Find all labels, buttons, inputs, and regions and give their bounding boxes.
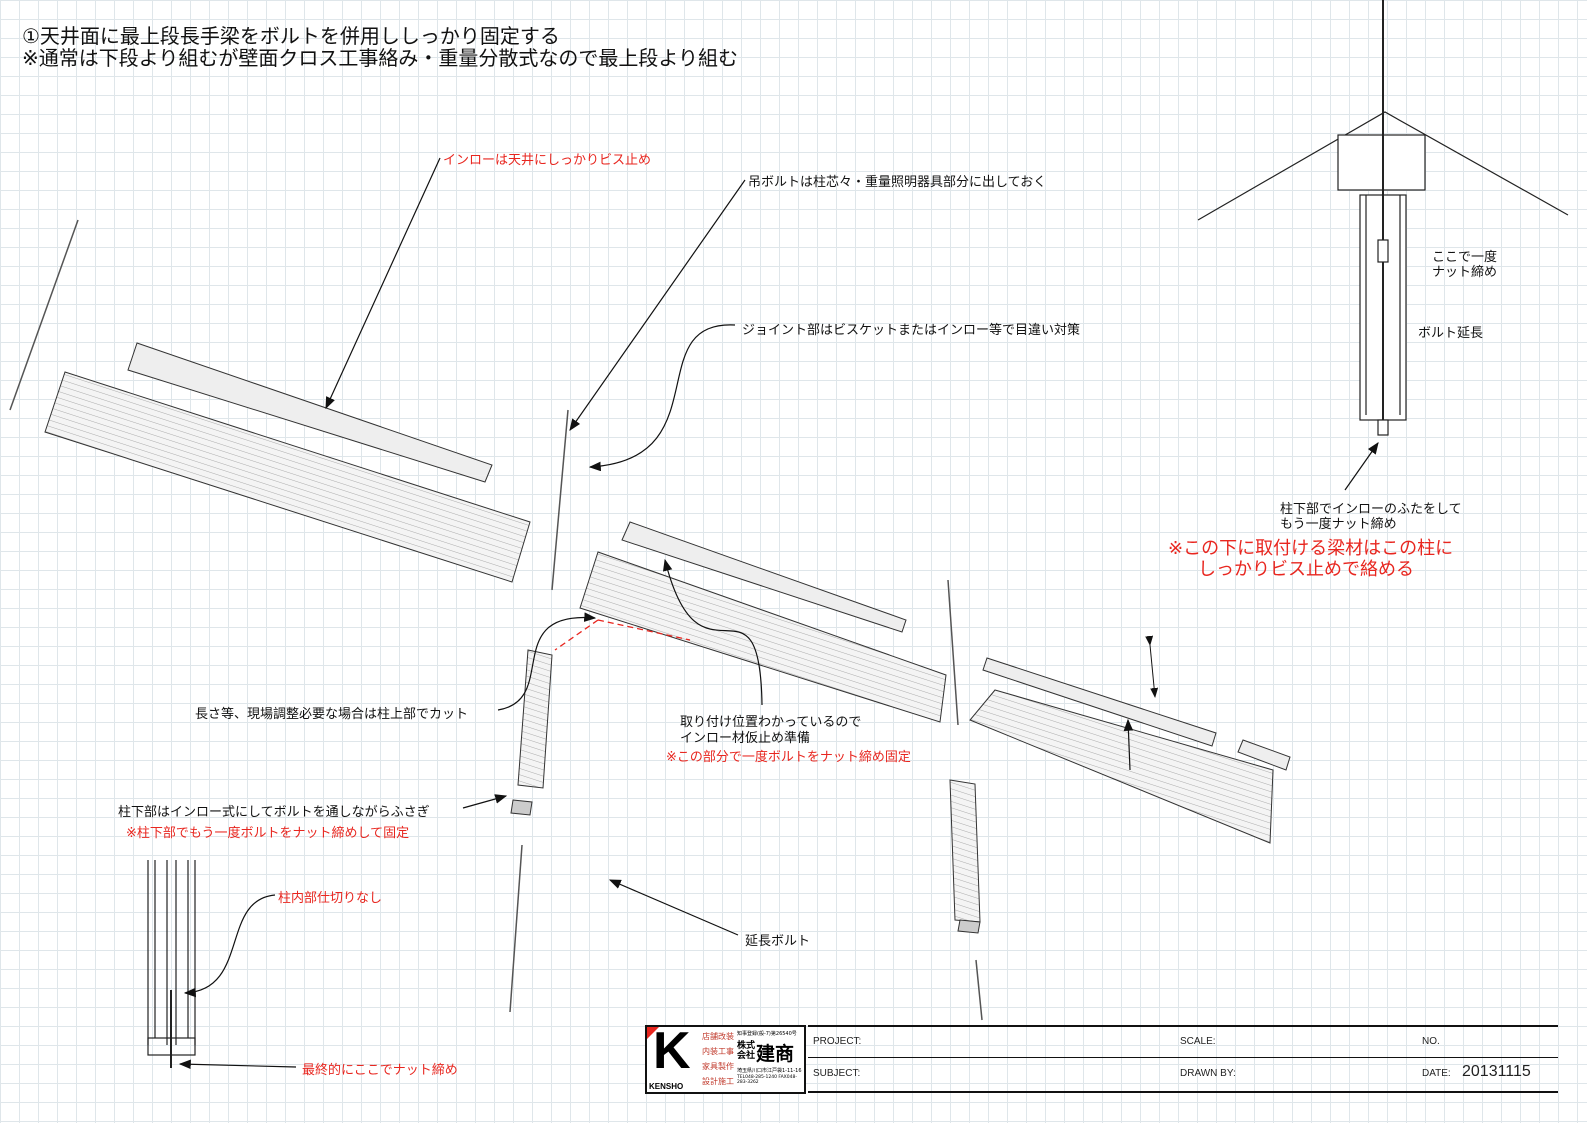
drawn-by-label: DRAWN BY:	[1180, 1068, 1236, 1079]
column-left	[517, 649, 553, 789]
company-license: 知事登録(般-7)第26540号	[737, 1031, 797, 1037]
note-hanging-bolt: 吊ボルトは柱芯々・重量照明器具部分に出しておく	[748, 175, 1047, 190]
date-value: 20131115	[1462, 1063, 1531, 1080]
note-bolt-extend: ボルト延長	[1418, 326, 1484, 341]
company-address: 埼玉県川口市江戸袋1-11-16	[737, 1068, 802, 1074]
bolt-extension-right	[975, 959, 983, 1021]
detail-column-top	[1197, 0, 1569, 436]
inlo-small	[1237, 739, 1291, 771]
scale-label: SCALE:	[1180, 1036, 1216, 1047]
company-tel: TEL048-285-1240 FAX048-283-3262	[737, 1075, 797, 1085]
note-inlo-ceiling: インローは天井にしっかりビス止め	[443, 153, 652, 168]
bolt-hanging	[551, 409, 569, 591]
note-column-bottom-1: 柱下部はインロー式にしてボルトを通しながらふさぎ	[118, 805, 430, 820]
company-name: 建商	[756, 1043, 795, 1065]
detail-column-bottom	[147, 860, 196, 1068]
service-1: 内装工事	[702, 1047, 734, 1056]
note-no-partition: 柱内部仕切りなし	[278, 891, 383, 906]
note-final-nut: 最終的にここでナット締め	[302, 1063, 458, 1078]
logo-letter: K	[653, 1022, 691, 1080]
service-2: 家具製作	[702, 1062, 734, 1071]
note-nut-here-1: ここで一度	[1432, 250, 1498, 265]
column-right	[949, 779, 981, 923]
company-logo: K KENSHO	[645, 1022, 704, 1094]
project-label: PROJECT:	[813, 1036, 862, 1047]
plate-left	[510, 799, 533, 816]
note-beam-fix-2: しっかりビス止めで絡める	[1198, 559, 1414, 580]
inlo-right	[982, 657, 1217, 747]
service-0: 店舗改装	[702, 1032, 734, 1041]
note-nut-fix-once: ※この部分で一度ボルトをナット締め固定	[666, 750, 911, 765]
bolt-center	[947, 579, 959, 726]
title-line-2: ※通常は下段より組むが壁面クロス工事絡み・重量分散式なので最上段より組む	[22, 46, 738, 70]
no-label: NO.	[1422, 1036, 1440, 1047]
bolt-extension-left	[509, 844, 523, 1013]
note-nut-here-2: ナット締め	[1432, 265, 1498, 280]
beam-center	[579, 551, 947, 723]
beam-right	[969, 689, 1274, 844]
note-length-adjust: 長さ等、現場調整必要な場合は柱上部でカット	[195, 707, 469, 722]
note-cap-1: 柱下部でインローのふたをして	[1280, 502, 1462, 517]
plate-right	[957, 919, 981, 934]
bolt-far-left	[9, 219, 79, 411]
company-type: 株式会社	[737, 1041, 756, 1061]
company-info: 店舗改装 内装工事 家具製作 設計施工 知事登録(般-7)第26540号 株式会…	[700, 1025, 806, 1094]
beam-upper-left	[44, 371, 531, 583]
logo-name: KENSHO	[649, 1082, 684, 1091]
page-title: ①天井面に最上段長手梁をボルトを併用ししっかり固定する ※通常は下段より組むが壁…	[22, 25, 738, 69]
note-cap-2: もう一度ナット締め	[1280, 517, 1397, 532]
title-line-1: ①天井面に最上段長手梁をボルトを併用ししっかり固定する	[22, 24, 560, 48]
note-position-2: インロー材仮止め準備	[680, 731, 811, 746]
title-block	[808, 1025, 1558, 1093]
date-label: DATE:	[1422, 1068, 1451, 1079]
subject-label: SUBJECT:	[813, 1068, 861, 1079]
service-3: 設計施工	[702, 1077, 734, 1086]
inlo-center	[621, 521, 907, 633]
inlo-upper-left	[127, 342, 493, 483]
note-beam-fix-1: ※この下に取付ける梁材はこの柱に	[1168, 538, 1454, 559]
note-joint: ジョイント部はビスケットまたはインロー等で目違い対策	[742, 323, 1081, 338]
note-column-bottom-2: ※柱下部でもう一度ボルトをナット締めして固定	[126, 826, 410, 841]
note-position-1: 取り付け位置わかっているので	[680, 715, 862, 730]
note-extension-bolt: 延長ボルト	[745, 934, 811, 949]
